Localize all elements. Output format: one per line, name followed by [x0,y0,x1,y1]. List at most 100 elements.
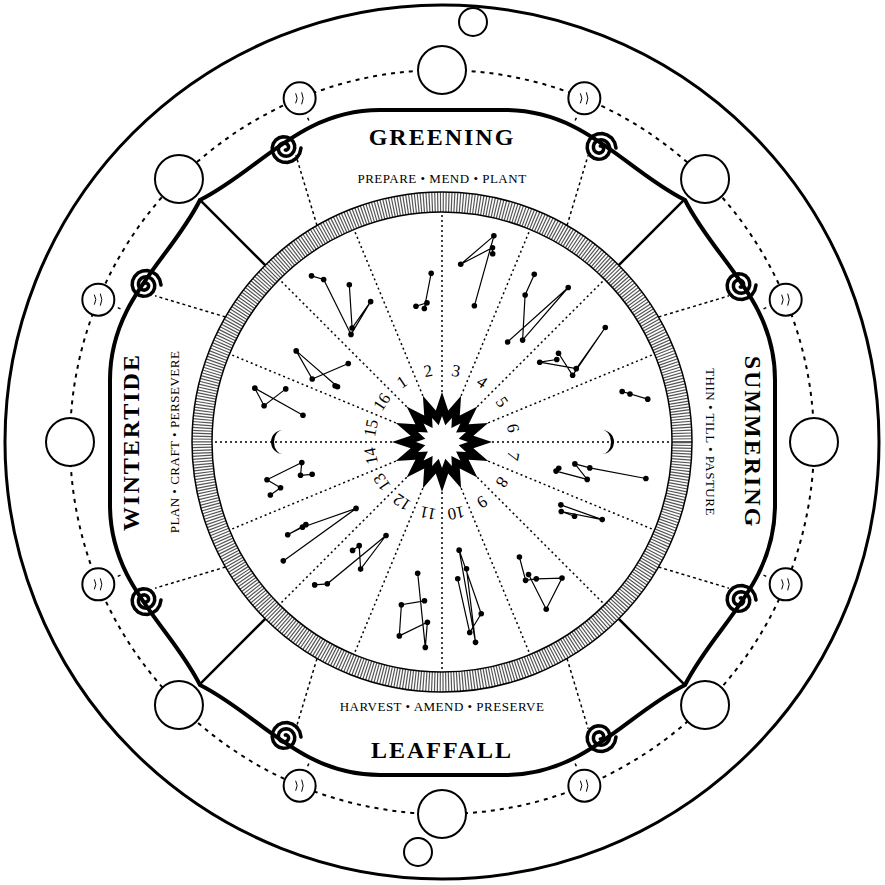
star-dot [522,292,528,298]
corner-strut [296,659,317,729]
constellation-line [622,392,648,400]
star-dot [303,522,309,528]
moon-mark [296,92,304,104]
star-dot [264,477,270,483]
star-dot [309,471,315,477]
star-dot [383,533,389,539]
moon-mark [580,92,588,104]
star-dot [643,476,649,482]
star-dot [348,332,354,338]
star-dot [491,233,497,239]
full-moon [681,155,729,203]
orbit-links [98,98,785,785]
star-dot [478,611,484,617]
constellation-line [255,388,303,415]
full-moon [46,418,94,466]
full-moon [155,155,203,203]
star-dot [252,385,258,391]
season-tasks: HARVEST • AMEND • PRESERVE [340,700,545,713]
frame-curl [727,586,756,612]
star-dot [345,361,351,367]
star-dot [523,578,529,584]
star-dot [415,571,421,577]
sun-inner [416,416,468,468]
constellation-line [519,557,562,609]
star-dot [472,303,478,309]
season-frame [110,110,775,775]
crescent-symbol [602,430,614,454]
star-dot [505,339,511,345]
sector-line [230,354,395,423]
full-moon [418,790,466,838]
sector-line [488,461,653,530]
star-dot [353,506,359,512]
sector-line [488,354,653,423]
constellation-line [296,351,348,387]
moon-mark [296,780,304,792]
star-dot [278,485,284,491]
corner-strut [619,199,685,265]
star-dot [558,509,564,515]
constellation-line [315,536,386,585]
season-tasks: PREPARE • MEND • PLANT [357,172,526,185]
star-dot [556,351,562,357]
full-moon [790,418,838,466]
star-dot [299,460,305,466]
corner-strut [567,659,588,729]
star-dot [422,598,428,604]
phase-moon [284,770,316,802]
phase-moon [770,284,802,316]
constellation-line [458,550,482,642]
sector-line [461,230,530,395]
sector-line [492,441,671,443]
star-dot [358,566,364,572]
full-moon [155,681,203,729]
star-dot [324,581,330,587]
outer-rim [5,5,879,879]
star-dot [280,558,286,564]
corner-strut [567,155,588,225]
frame-curl [132,271,161,297]
sector-line [441,492,443,671]
star-dot [533,576,539,582]
constellations [252,233,650,650]
moon-orbit [70,70,814,814]
ring-edge [192,192,692,692]
star-dot [565,285,571,291]
star-dot [425,619,431,625]
star-dot [309,273,315,279]
season-tasks: PLAN • CRAFT • PERSEVERE [168,351,181,534]
star-dot [349,325,355,331]
moon-mark [782,578,790,590]
star-dot [424,300,430,306]
sun-outer [392,392,492,492]
season-tasks: THIN • TILL • PASTURE [704,368,717,516]
sector-line [280,280,407,407]
star-dot [332,383,338,389]
frame-curl [272,137,301,163]
corner-strut [199,199,265,265]
star-dot [347,282,353,288]
phase-moon [284,82,316,114]
full-moon [418,46,466,94]
star-dot [602,325,608,331]
star-dot [397,633,403,639]
star-dot [473,640,479,646]
star-dot [293,348,299,354]
sun-burst [392,392,492,492]
star-dot [399,602,405,608]
crescent-symbol [271,430,283,454]
constellation-line [540,328,606,376]
star-dot [627,391,633,397]
star-dot [368,299,374,305]
star-dot [321,277,327,283]
corner-strut [619,619,685,685]
constellation-line [399,573,427,647]
sector-number: 15 [361,418,381,438]
constellation-line [416,273,431,308]
constellation-line [267,462,312,495]
corner-strut [659,296,729,317]
phase-moon [82,284,114,316]
star-dot [599,517,605,523]
